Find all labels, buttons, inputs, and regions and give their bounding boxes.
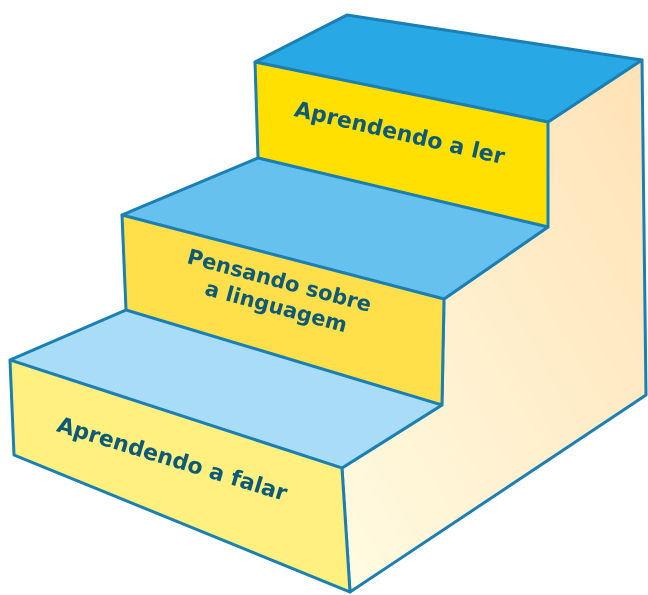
- bottom-step-front-face: [8, 358, 352, 594]
